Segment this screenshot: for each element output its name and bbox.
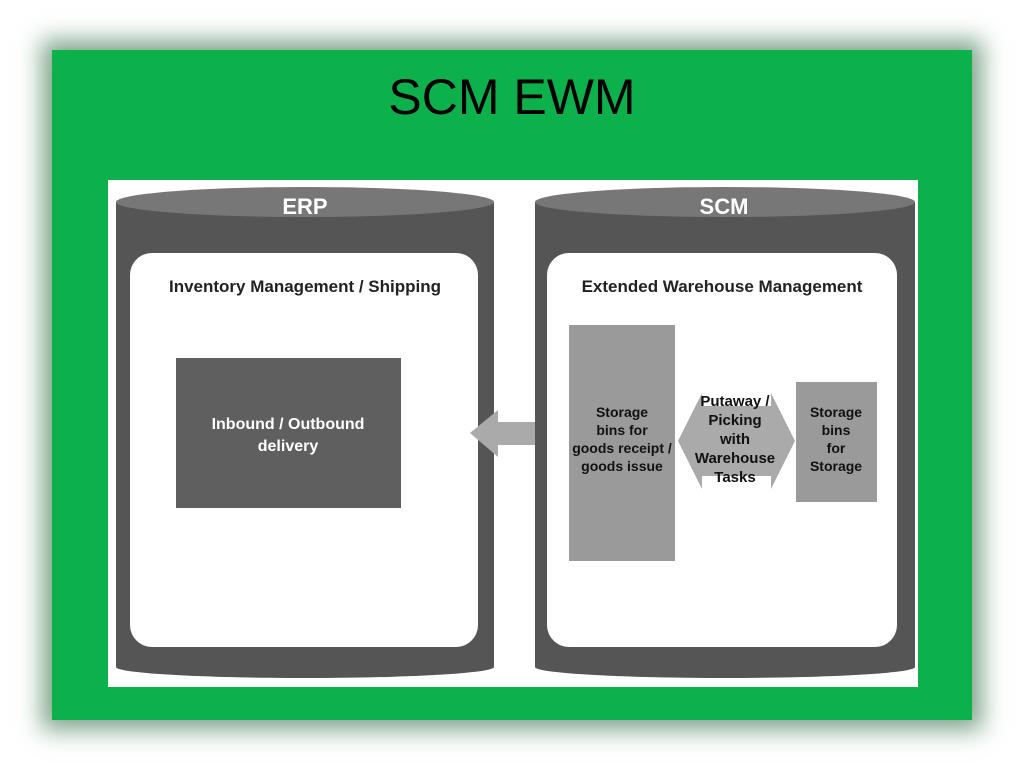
erp-section-title: Inventory Management / Shipping (169, 277, 441, 296)
scm-section-title: Extended Warehouse Management (582, 277, 863, 296)
slide-title: SCM EWM (388, 69, 636, 125)
left-bins-line-1: Storage (596, 404, 648, 420)
right-bins-line-2: bins (822, 422, 851, 438)
left-bins-line-4: goods issue (581, 458, 663, 474)
erp-cylinder-top (116, 187, 494, 217)
scm-header: SCM (700, 194, 749, 219)
task-line-1: Putaway / (700, 393, 770, 410)
right-bins-line-1: Storage (810, 404, 862, 420)
left-bins-line-3: goods receipt / (572, 440, 672, 456)
erp-header: ERP (282, 194, 327, 219)
right-bins-line-4: Storage (810, 458, 862, 474)
task-line-5: Tasks (714, 469, 755, 486)
delivery-box-line-1: Inbound / Outbound (212, 416, 365, 433)
erp-cylinder: ERP Inventory Management / Shipping Inbo… (116, 187, 494, 678)
storage-bins (796, 382, 877, 502)
task-line-4: Warehouse (695, 450, 775, 467)
task-line-2: Picking (708, 412, 761, 429)
delivery-box-line-2: delivery (258, 438, 319, 455)
erp-cylinder-bottom (116, 656, 494, 678)
scm-cylinder-top (535, 187, 915, 217)
scm-cylinder-bottom (535, 656, 915, 678)
right-bins-line-3: for (827, 440, 846, 456)
scm-cylinder: SCM Extended Warehouse Management Storag… (535, 187, 915, 678)
warehouse-task-double-arrow-icon (678, 393, 795, 489)
diagram-svg: ERP Inventory Management / Shipping Inbo… (116, 187, 915, 678)
inbound-outbound-delivery-box (176, 358, 401, 508)
goods-receipt-issue-bins (569, 325, 675, 561)
left-bins-line-2: bins for (596, 422, 648, 438)
diagram-panel: ERP Inventory Management / Shipping Inbo… (108, 180, 918, 687)
task-line-3: with (719, 431, 750, 448)
